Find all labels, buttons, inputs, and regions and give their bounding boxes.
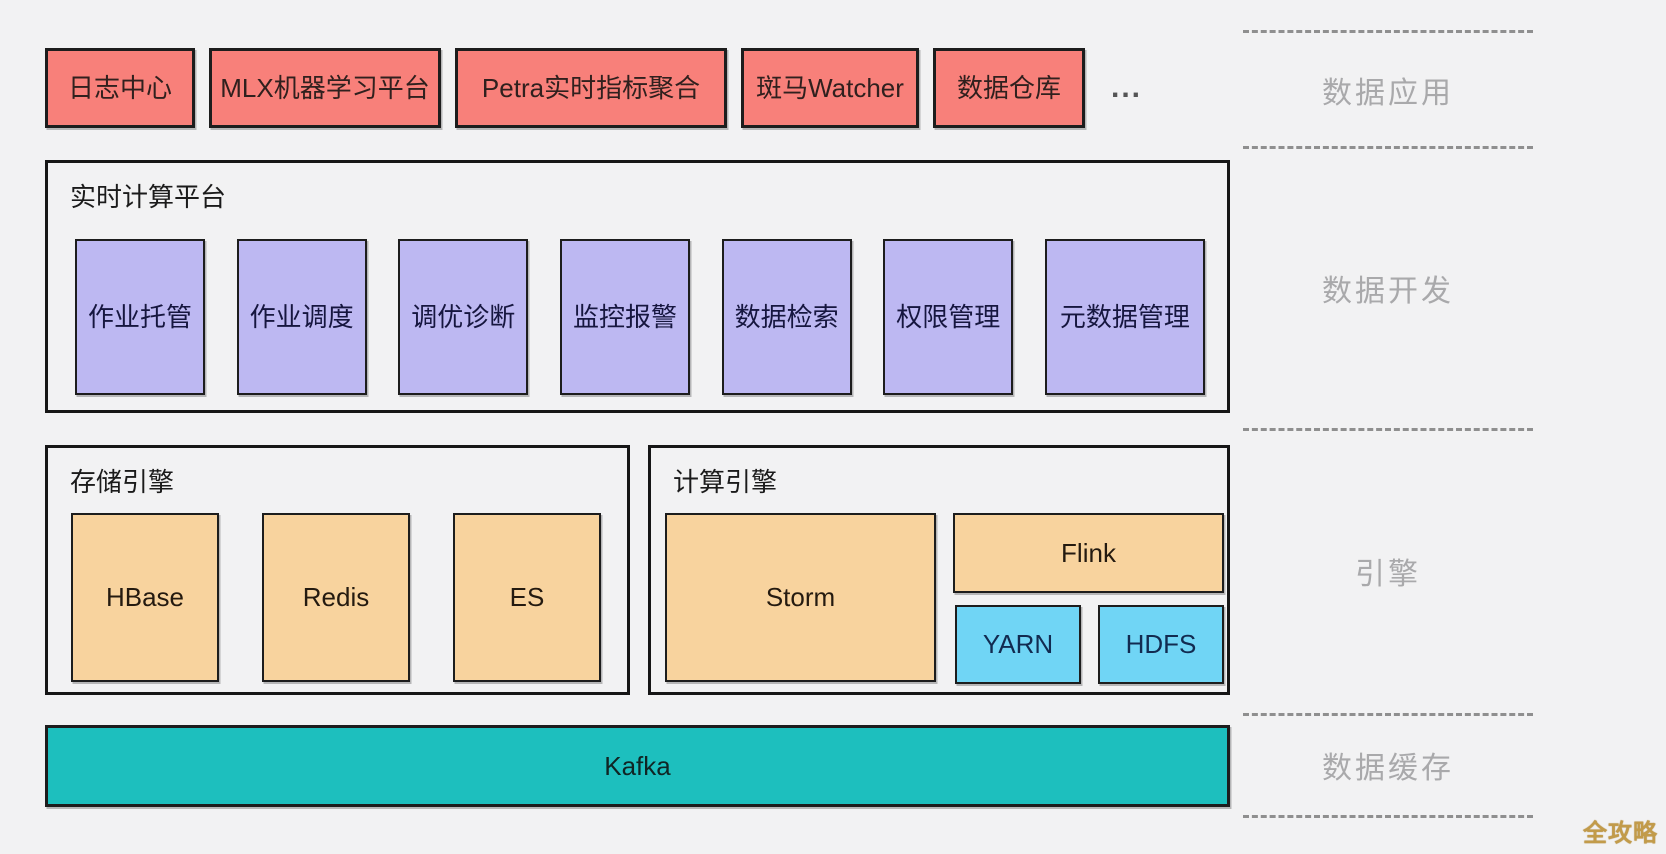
redis-box: Redis [262,513,410,682]
module-tuning-diagnosis: 调优诊断 [398,239,529,395]
section-label-engine: 引擎 [1355,558,1421,591]
platform-title: 实时计算平台 [70,182,227,212]
storage-engine-title: 存储引擎 [70,467,175,497]
module-monitor-alert: 监控报警 [559,239,690,395]
separator-line-5 [1243,815,1533,818]
hbase-box: HBase [71,513,219,682]
kafka-bar: Kafka [45,725,1230,807]
separator-line-2 [1243,146,1533,149]
module-permission-mgmt: 权限管理 [883,239,1014,395]
module-metadata-mgmt: 元数据管理 [1044,239,1205,395]
separator-line-4 [1243,713,1533,716]
platform-container: 实时计算平台 作业托管 作业调度 调优诊断 监控报警 数据检索 权限管理 元数据… [45,160,1230,413]
compute-engine-container: 计算引擎 Storm Flink YARN HDFS [648,445,1230,695]
module-job-hosting: 作业托管 [75,239,205,395]
compute-engine-title: 计算引擎 [673,467,778,497]
hdfs-box: HDFS [1098,605,1224,684]
storm-box: Storm [665,513,936,682]
module-data-search: 数据检索 [721,239,852,395]
data-app-row: 日志中心 MLX机器学习平台 Petra实时指标聚合 斑马Watcher 数据仓… [45,48,1142,128]
app-box-mlx: MLX机器学习平台 [209,48,441,128]
app-box-petra: Petra实时指标聚合 [455,48,727,128]
storage-engine-row: HBase Redis ES [71,513,601,682]
flink-box: Flink [953,513,1224,593]
app-box-watcher: 斑马Watcher [741,48,919,128]
app-box-warehouse: 数据仓库 [933,48,1085,128]
ellipsis-more: ... [1111,71,1143,104]
separator-line-1 [1243,30,1533,33]
module-job-scheduling: 作业调度 [236,239,367,395]
yarn-box: YARN [955,605,1081,684]
section-label-data-application: 数据应用 [1322,77,1454,110]
separator-line-3 [1243,428,1533,431]
storage-engine-container: 存储引擎 HBase Redis ES [45,445,630,695]
platform-module-row: 作业托管 作业调度 调优诊断 监控报警 数据检索 权限管理 元数据管理 [75,239,1205,395]
watermark-text: 全攻略 [1583,820,1658,847]
section-label-data-cache: 数据缓存 [1322,752,1454,785]
app-box-log-center: 日志中心 [45,48,195,128]
section-label-data-development: 数据开发 [1322,275,1454,308]
es-box: ES [453,513,601,682]
